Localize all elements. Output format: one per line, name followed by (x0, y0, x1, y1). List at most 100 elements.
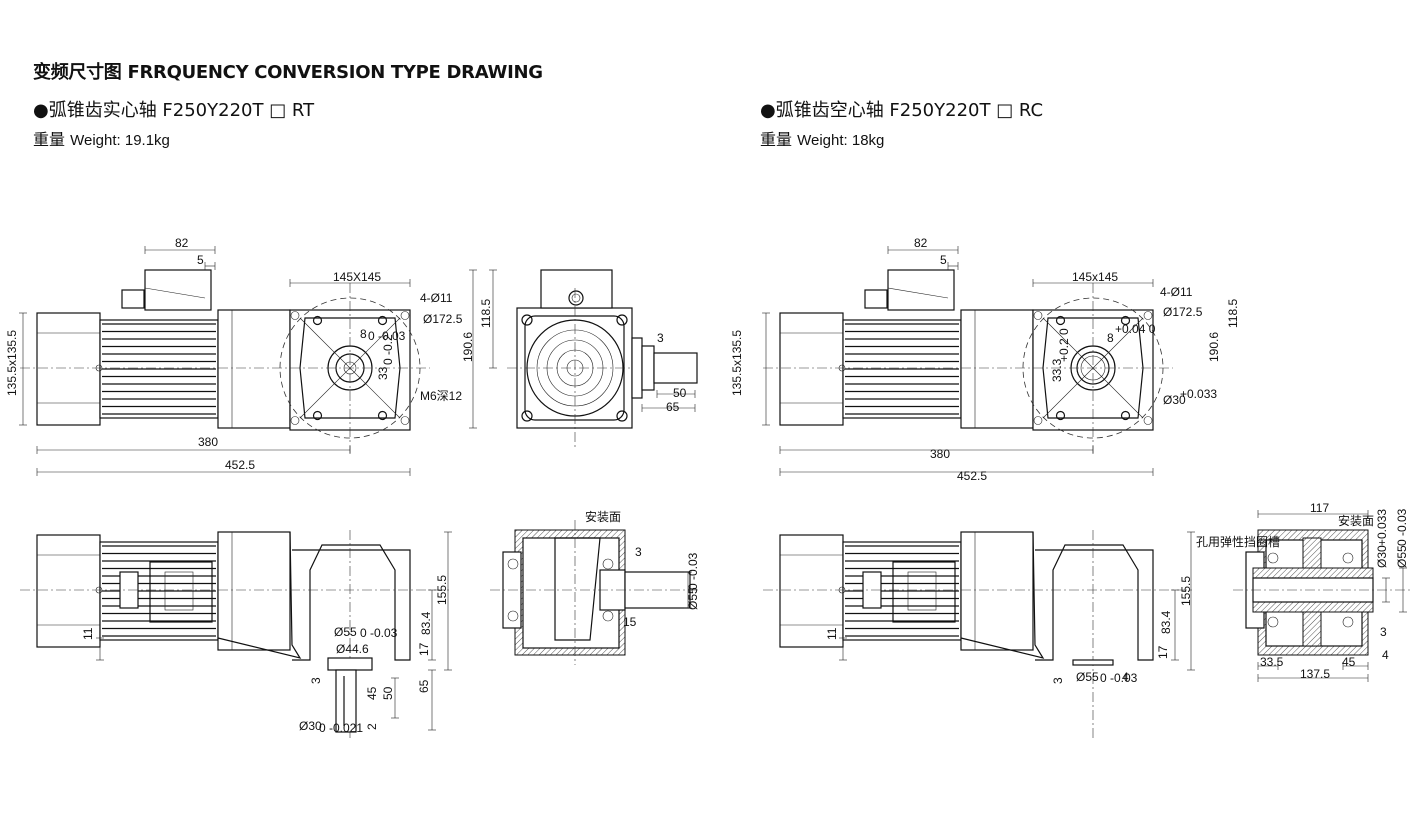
dim-155-5: 155.5 (1179, 576, 1193, 606)
dim-d55-tol: 0 -0.03 (1100, 671, 1138, 685)
dim-5: 5 (940, 253, 947, 267)
outline (631, 337, 643, 399)
section-view (1233, 510, 1413, 682)
circle (1055, 315, 1066, 326)
circle (507, 558, 519, 570)
dim-3: 3 (1380, 625, 1387, 639)
dim-65: 65 (417, 679, 431, 693)
dim-m6: M6深12 (420, 389, 462, 403)
dim-135-5: 135.5x135.5 (730, 330, 744, 396)
circle (312, 410, 323, 421)
dim-11: 11 (81, 627, 95, 640)
dim-65: 65 (666, 400, 680, 414)
dim-key: 8 (360, 327, 367, 341)
circle (1055, 410, 1066, 421)
dim-190-6: 190.6 (1207, 332, 1221, 362)
dim-17: 17 (417, 642, 431, 656)
dim-d55: Ø55 (1076, 670, 1099, 684)
outline (217, 309, 291, 429)
dim-d44-6: Ø44.6 (336, 642, 369, 656)
gear-housing-foot (292, 544, 411, 661)
dim-4: 4 (1382, 648, 1389, 662)
line (1042, 317, 1144, 419)
dim-380: 380 (930, 447, 950, 461)
left-dimension-labels: 82 5 145X145 4-Ø11 Ø172.5 8 0 -0.03 33 0… (5, 236, 700, 735)
dim-118-5: 118.5 (1226, 299, 1240, 328)
dim-pcd: Ø172.5 (1163, 305, 1203, 319)
circle (1120, 315, 1131, 326)
circle (602, 558, 614, 570)
circle (616, 314, 628, 326)
outline (540, 269, 613, 309)
dim-4: 4 (1122, 670, 1129, 684)
dim-d55-tol: 0 -0.03 (1395, 508, 1409, 546)
bevel-gear (554, 537, 601, 641)
circle (1143, 311, 1153, 320)
dim-d30-tol: 0 -0.021 (319, 721, 363, 735)
right-dimension-labels: 82 5 145x145 4-Ø11 Ø172.5 8 +0.04 0 33.3… (730, 236, 1409, 685)
outline (641, 345, 655, 391)
circle (616, 410, 628, 422)
weight-value: Weight: 18kg (797, 132, 885, 149)
circle (521, 314, 533, 326)
top-view (19, 246, 430, 476)
dim-d55: Ø55 (686, 587, 700, 610)
dim-2: 2 (365, 723, 379, 730)
circle (1143, 416, 1153, 425)
dim-33-3: 33.3 (1050, 358, 1064, 382)
circle (1342, 616, 1354, 628)
left-model-heading: ●弧锥齿实心轴 F250Y220T □ RT (33, 100, 315, 121)
end-view (469, 269, 698, 448)
dim-d55: Ø55 (334, 625, 357, 639)
dim-145x145: 145X145 (333, 270, 381, 284)
circle (290, 311, 300, 320)
dim-45: 45 (1342, 655, 1356, 669)
outline (217, 531, 291, 651)
top-view (762, 246, 1173, 476)
weight-value: Weight: 19.1kg (70, 132, 170, 149)
circle (1033, 311, 1043, 320)
dim-3: 3 (1051, 677, 1065, 684)
circle (400, 311, 410, 320)
right-model-heading: ●弧锥齿空心轴 F250Y220T □ RC (760, 100, 1044, 121)
weight-label: 重量 (760, 130, 793, 149)
circle (1033, 416, 1043, 425)
dim-50: 50 (673, 386, 687, 400)
outline (149, 561, 213, 623)
label-mounting-face: 安装面 (585, 509, 621, 524)
circle (290, 416, 300, 425)
dim-50: 50 (381, 686, 395, 700)
outline (335, 669, 357, 733)
outline (960, 531, 1034, 651)
dim-118-5: 118.5 (479, 299, 493, 328)
dim-135-5: 135.5x135.5 (5, 330, 19, 396)
dim-bore: Ø30 (1163, 393, 1186, 407)
circle (1120, 410, 1131, 421)
dim-17: 17 (1156, 645, 1170, 659)
outline (907, 571, 937, 611)
section-view (490, 520, 700, 665)
dim-pcd: Ø172.5 (423, 312, 463, 326)
gear-housing-foot (1035, 544, 1154, 661)
label-circlip-groove: 孔用弹性挡圈槽 (1196, 535, 1280, 549)
dim-82: 82 (175, 236, 189, 250)
dim-3: 3 (309, 677, 323, 684)
outline (164, 571, 194, 611)
circle (400, 416, 410, 425)
dim-33-tol: 0 -0.2 (381, 334, 395, 365)
outline (960, 309, 1034, 429)
dim-380: 380 (198, 435, 218, 449)
right-weight: 重量 Weight: 18kg (760, 126, 884, 150)
dim-15: 15 (623, 615, 637, 629)
dim-d30-tol: +0.033 (1375, 509, 1389, 546)
circle (507, 610, 519, 622)
circle (312, 315, 323, 326)
circle (521, 410, 533, 422)
dim-holes: 4-Ø11 (420, 291, 453, 305)
line (887, 287, 949, 299)
dim-452-5: 452.5 (957, 469, 987, 483)
circle (571, 293, 581, 303)
outline (121, 289, 145, 309)
dim-key-tol: 0 -0.03 (368, 329, 406, 343)
outline (1072, 659, 1114, 666)
